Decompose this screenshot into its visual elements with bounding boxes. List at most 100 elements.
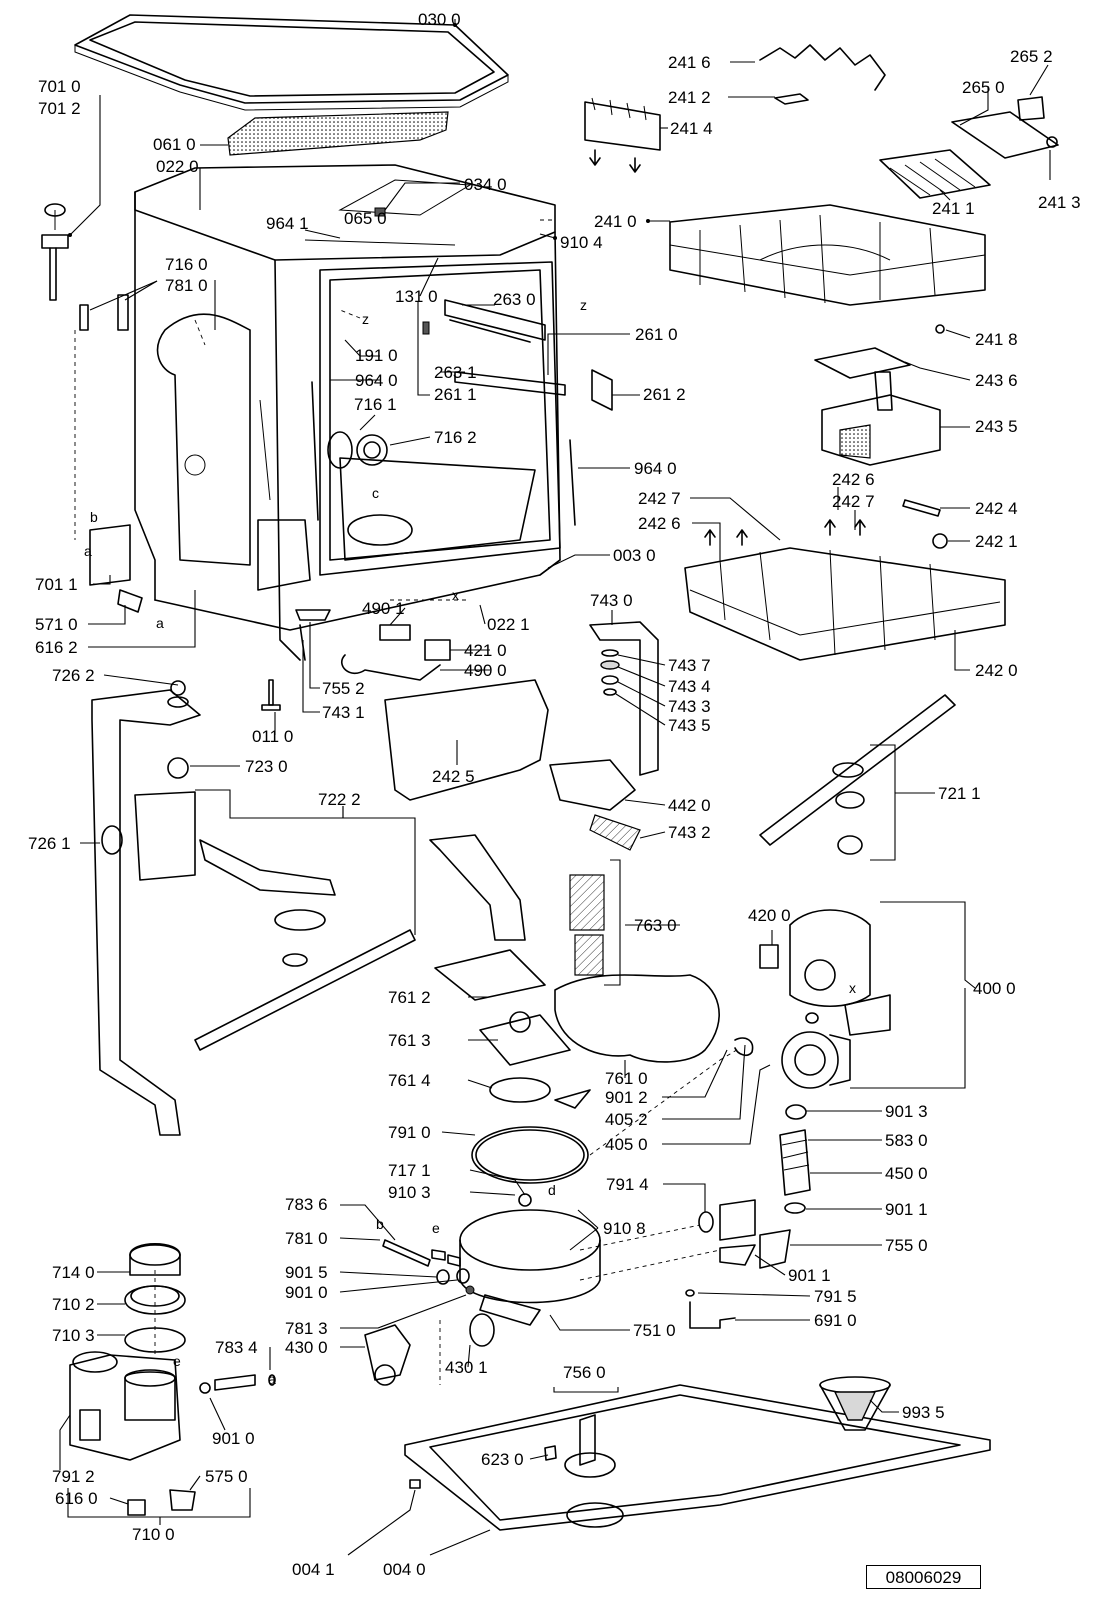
label-4050: 405 0 <box>605 1135 648 1154</box>
letter-b2: b <box>376 1216 384 1232</box>
label-7432: 743 2 <box>668 823 711 842</box>
label-7560: 756 0 <box>563 1363 606 1382</box>
label-5750: 575 0 <box>205 1467 248 1486</box>
label-7552: 755 2 <box>322 679 365 698</box>
label-2414: 241 4 <box>670 119 713 138</box>
label-6230: 623 0 <box>481 1450 524 1469</box>
sump-seal-part <box>471 1126 589 1184</box>
tub-cabinet-part <box>134 164 561 661</box>
letter-e: e <box>432 1220 440 1236</box>
label-9104: 910 4 <box>560 233 603 252</box>
label-7211: 721 1 <box>938 784 981 803</box>
label-7102: 710 2 <box>52 1295 95 1314</box>
label-4052: 405 2 <box>605 1110 648 1129</box>
label-7437: 743 7 <box>668 656 711 675</box>
lower-basket-part <box>684 324 1006 661</box>
label-0221: 022 1 <box>487 615 530 634</box>
label-2610: 261 0 <box>635 325 678 344</box>
letter-z1: z <box>362 311 369 327</box>
label-2611: 261 1 <box>434 385 477 404</box>
label-9011a: 901 1 <box>885 1200 928 1219</box>
letter-c: c <box>372 485 379 501</box>
cup-shelf-parts <box>879 96 1059 199</box>
label-2650: 265 0 <box>962 78 1005 97</box>
label-7834: 783 4 <box>215 1338 258 1357</box>
label-4301: 430 1 <box>445 1358 488 1377</box>
label-6160: 616 0 <box>55 1489 98 1508</box>
label-0300: 030 0 <box>418 10 461 29</box>
label-7430: 743 0 <box>590 591 633 610</box>
label-2412: 241 2 <box>668 88 711 107</box>
label-2421: 242 1 <box>975 532 1018 551</box>
label-0030: 003 0 <box>613 546 656 565</box>
label-7810b: 781 0 <box>285 1229 328 1248</box>
label-0110: 011 0 <box>252 727 293 746</box>
letter-a3: a <box>268 1371 276 1387</box>
label-9010b: 901 0 <box>212 1429 255 1448</box>
label-2436: 243 6 <box>975 371 1018 390</box>
side-strips <box>311 381 576 526</box>
label-0040: 004 0 <box>383 1560 426 1579</box>
upper-spray-arm-part <box>759 694 956 855</box>
label-7434: 743 4 <box>668 677 711 696</box>
screw-part <box>261 679 281 711</box>
sump-part <box>459 1193 601 1326</box>
letter-d: d <box>548 1182 556 1198</box>
label-7914: 791 4 <box>606 1175 649 1194</box>
label-0650: 065 0 <box>344 209 387 228</box>
label-7836: 783 6 <box>285 1195 328 1214</box>
label-4420: 442 0 <box>668 796 711 815</box>
label-7435: 743 5 <box>668 716 711 735</box>
insulation-strip-part <box>227 111 449 156</box>
label-7910: 791 0 <box>388 1123 431 1142</box>
leader-lines <box>59 19 1051 1556</box>
label-2631: 263 1 <box>434 363 477 382</box>
letter-e2: e <box>173 1353 181 1369</box>
label-2411: 241 1 <box>932 199 975 218</box>
label-7171: 717 1 <box>388 1161 431 1180</box>
label-0340: 034 0 <box>464 175 507 194</box>
label-2425: 242 5 <box>432 767 475 786</box>
basket-small-parts <box>584 44 886 173</box>
label-7550: 755 0 <box>885 1236 928 1255</box>
label-4500: 450 0 <box>885 1164 928 1183</box>
label-5830: 583 0 <box>885 1131 928 1150</box>
label-2435: 243 5 <box>975 417 1018 436</box>
door-hinge-parts <box>41 203 143 613</box>
label-2410: 241 0 <box>594 212 637 231</box>
label-7915: 791 5 <box>814 1287 857 1306</box>
label-4000: 400 0 <box>973 979 1016 998</box>
mains-cable-part <box>295 609 451 681</box>
label-7262: 726 2 <box>52 666 95 685</box>
label-7222: 722 2 <box>318 790 361 809</box>
label-9108: 910 8 <box>603 1219 646 1238</box>
label-4900: 490 0 <box>464 661 507 680</box>
label-2612: 261 2 <box>643 385 686 404</box>
water-feed-tube-part <box>91 680 201 1136</box>
heater-part <box>779 1104 811 1196</box>
letter-a: a <box>84 543 92 559</box>
label-4901: 490 1 <box>362 599 405 618</box>
label-9103: 910 3 <box>388 1183 431 1202</box>
label-7630: 763 0 <box>634 916 677 935</box>
label-7012: 701 2 <box>38 99 81 118</box>
assembly-letter-marks: a b a c x z z x d e b e a <box>84 297 856 1387</box>
label-7103: 710 3 <box>52 1326 95 1345</box>
assembly-guide-lines <box>74 219 741 1385</box>
label-7810a: 781 0 <box>165 276 208 295</box>
label-9641a: 964 1 <box>266 214 309 233</box>
label-7614: 761 4 <box>388 1071 431 1090</box>
upper-basket-part <box>669 204 986 306</box>
letter-x2: x <box>849 980 856 996</box>
letter-z2: z <box>580 297 587 313</box>
label-4210: 421 0 <box>464 641 507 660</box>
drain-pump-part <box>364 1313 495 1386</box>
softener-assembly-part <box>69 1243 276 1516</box>
drawing-reference-number: 08006029 <box>866 1565 981 1589</box>
base-frame-part <box>404 1384 991 1531</box>
label-1910: 191 0 <box>355 346 398 365</box>
label-5710: 571 0 <box>35 615 78 634</box>
label-7010: 701 0 <box>38 77 81 96</box>
label-4200: 420 0 <box>748 906 791 925</box>
label-2424: 242 4 <box>975 499 1018 518</box>
